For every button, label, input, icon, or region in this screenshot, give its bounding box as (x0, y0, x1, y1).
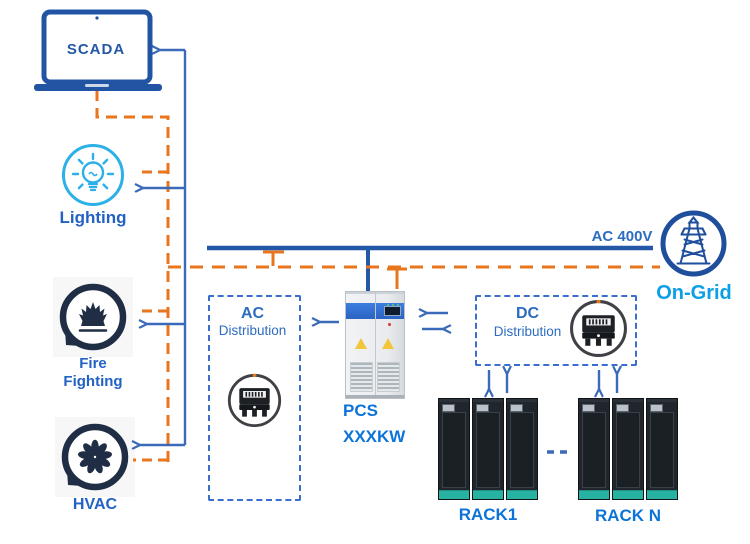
pcs-cabinet-image (345, 291, 405, 399)
pcs-vent-grille (377, 362, 400, 392)
dc-distribution-box (475, 295, 637, 366)
fan-icon (61, 423, 129, 491)
on-grid-label: On-Grid (656, 282, 732, 304)
rack-cabinet (612, 398, 644, 500)
scada-aux-power-line (95, 90, 170, 462)
rack-n-image (578, 398, 678, 500)
rack-cabinet (472, 398, 504, 500)
ac-bus-voltage-label: AC 400V (591, 228, 653, 245)
ac-distribution-label-line1: AC (240, 305, 265, 322)
pcs-led (397, 304, 399, 306)
rack-cabinet (646, 398, 678, 500)
pcs-door-seam (375, 292, 376, 398)
pcs-rating-label: XXXKW (343, 427, 406, 446)
pcs-vent-grille (350, 362, 373, 392)
ac-meter-icon (227, 373, 282, 428)
lighting-label: Lighting (59, 208, 127, 227)
ac-distribution-box (208, 295, 301, 501)
pcs-warning-triangle (382, 338, 394, 349)
rack-cabinet (438, 398, 470, 500)
pcs-label: PCS (343, 401, 378, 420)
scada-label: SCADA (66, 41, 126, 58)
pcs-stop-button (388, 323, 391, 326)
rack-cabinet (578, 398, 610, 500)
ac-distribution-label-line2: Distribution (218, 323, 287, 338)
rack-n-label: RACK N (594, 506, 662, 525)
laptop-icon (34, 9, 162, 91)
pcs-warning-triangle (355, 338, 367, 349)
pcs-led (392, 304, 394, 306)
pcs-display (384, 306, 401, 316)
fire-label-line1: Fire (79, 355, 107, 372)
rack1-image (438, 398, 538, 500)
dc-distribution-label-line1: DC (515, 305, 540, 322)
pcs-base (346, 395, 404, 398)
dc-meter-icon (570, 300, 627, 357)
grid-tower-icon (660, 210, 727, 277)
hvac-label: HVAC (72, 496, 118, 513)
bulb-icon (62, 144, 124, 206)
pcs-led (387, 304, 389, 306)
rack-cabinet (506, 398, 538, 500)
dc-distribution-label-line2: Distribution (493, 324, 562, 339)
rack1-label: RACK1 (458, 505, 518, 524)
fire-label-line2: Fighting (63, 373, 123, 390)
flame-icon (59, 283, 127, 351)
